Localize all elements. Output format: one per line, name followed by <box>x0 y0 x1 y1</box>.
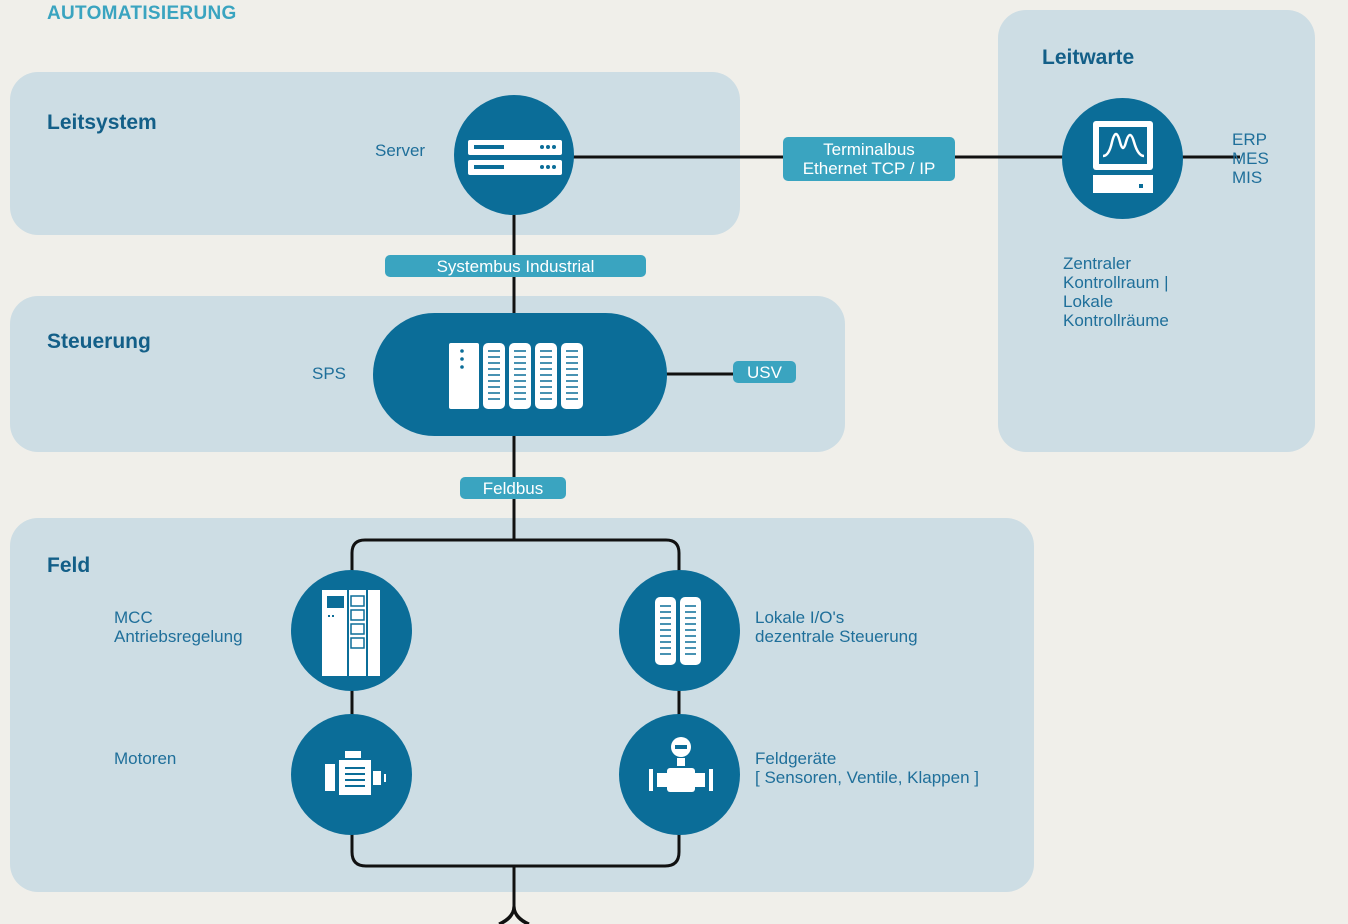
feldgeraete-label: Feldgeräte [ Sensoren, Ventile, Klappen … <box>755 749 979 787</box>
kontrollraum-label: Zentraler Kontrollraum | Lokale Kontroll… <box>1063 254 1169 330</box>
sps-node <box>373 313 667 436</box>
server-label: Server <box>375 141 426 160</box>
panel-leitwarte <box>998 10 1315 452</box>
motor-node <box>291 714 412 835</box>
plc-module-icon <box>449 343 583 409</box>
motoren-label: Motoren <box>114 749 177 768</box>
panel-feld <box>10 518 1034 892</box>
terminalbus-label: Terminalbus Ethernet TCP / IP <box>783 137 955 181</box>
usv-label: USV <box>733 361 796 383</box>
section-title-feld: Feld <box>47 554 91 577</box>
panel-leitsystem <box>10 72 740 235</box>
feldgeraet-node <box>619 714 740 835</box>
mcc-label: MCC Antriebsregelung <box>114 608 243 646</box>
lokale-io-node <box>619 570 740 691</box>
io-module-icon <box>655 597 701 665</box>
erp-mes-mis-label: ERP MES MIS <box>1232 130 1269 187</box>
sps-label: SPS <box>312 364 347 383</box>
page-header: AUTOMATISIERUNG <box>47 3 237 24</box>
server-node <box>454 95 574 215</box>
monitor-waveform-icon <box>1093 121 1153 193</box>
lokale-io-label: Lokale I/O's dezentrale Steuerung <box>755 608 918 646</box>
leitwarte-node <box>1062 98 1183 219</box>
systembus-label: Systembus Industrial <box>385 255 646 277</box>
server-rack-icon <box>468 140 562 175</box>
section-title-leitwarte: Leitwarte <box>1042 46 1135 69</box>
motor-icon <box>325 751 386 795</box>
feldbus-label: Feldbus <box>460 477 566 499</box>
valve-sensor-icon <box>649 737 713 792</box>
control-cabinet-icon <box>322 590 380 676</box>
section-title-leitsystem: Leitsystem <box>47 111 157 134</box>
section-title-steuerung: Steuerung <box>47 330 151 353</box>
mcc-node <box>291 570 412 691</box>
